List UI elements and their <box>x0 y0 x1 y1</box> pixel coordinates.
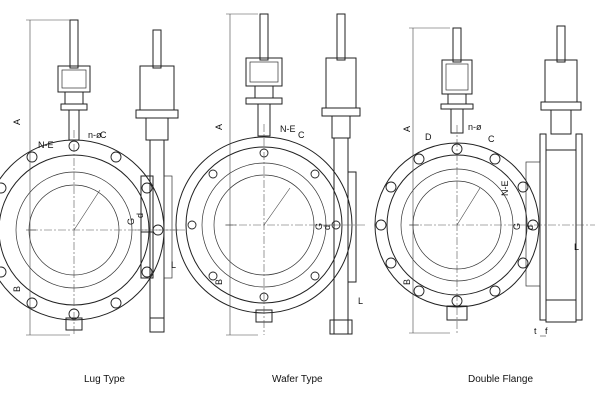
lug-type-front-view: A B N-E n-ø C <box>0 19 180 336</box>
label-nphi-lug: n-ø <box>88 130 102 140</box>
label-G-lug: G <box>126 218 136 225</box>
label-C-wafer: C <box>298 130 305 140</box>
label-t-double: t <box>534 326 537 336</box>
label-NE-wafer: N-E <box>280 124 296 134</box>
label-L-double: L <box>574 242 579 252</box>
label-C-double: C <box>488 134 495 144</box>
label-B-wafer: B <box>214 279 224 285</box>
label-C-lug: C <box>100 130 107 140</box>
label-B-double: B <box>402 279 412 285</box>
caption-wafer-type: Wafer Type <box>272 374 323 385</box>
label-d-wafer: d <box>322 225 332 230</box>
label-A-lug: A <box>12 119 22 125</box>
label-d-double: d <box>525 225 535 230</box>
label-L-lug: L <box>171 260 176 270</box>
double-flange-side-view: G d L t f <box>512 25 595 337</box>
label-NE-double: N-E <box>500 181 510 197</box>
label-A-double: A <box>402 126 412 132</box>
label-NE-lug: N-E <box>38 140 54 150</box>
label-D-double: D <box>425 132 432 142</box>
label-nphi-double: n-ø <box>468 122 482 132</box>
label-d-lug: d <box>135 213 145 218</box>
caption-double-flange: Double Flange <box>468 374 533 385</box>
label-f-double: f <box>545 326 548 336</box>
label-A-wafer: A <box>214 124 224 130</box>
label-G-double: G <box>512 223 522 230</box>
caption-lug-type: Lug Type <box>84 374 125 385</box>
double-flange-front-view: A B D n-ø C N-E <box>374 27 540 335</box>
label-G-wafer: G <box>314 223 324 230</box>
flange-bolt-holes <box>375 143 539 307</box>
wafer-type-side-view: G d L <box>314 13 365 335</box>
label-B-lug: B <box>12 286 22 292</box>
label-L-wafer: L <box>358 296 363 306</box>
lug-type-side-view: G d L <box>126 29 185 333</box>
